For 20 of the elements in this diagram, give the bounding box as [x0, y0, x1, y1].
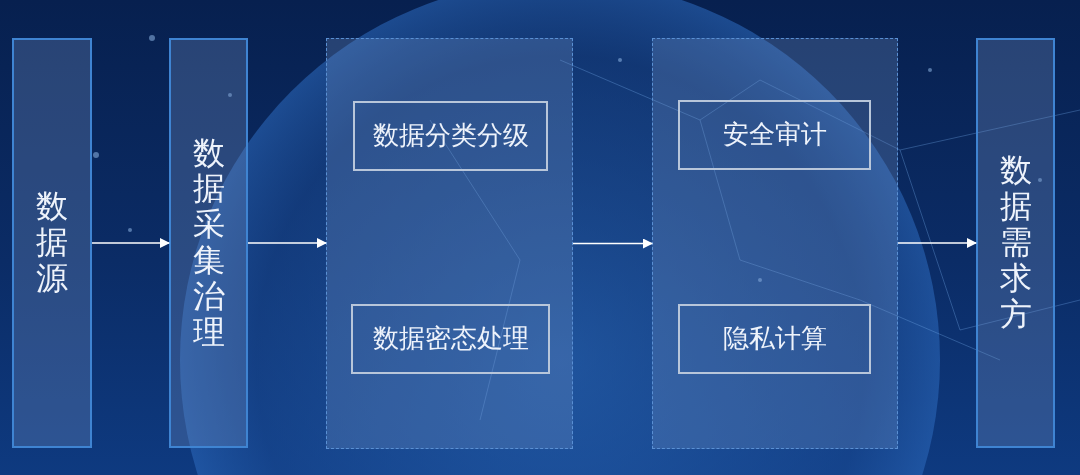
column-label: 数据源 [36, 189, 68, 297]
process-box [353, 101, 548, 171]
process-column [976, 38, 1055, 448]
process-box [678, 304, 871, 374]
dashed-group-panel [326, 38, 573, 449]
process-box [351, 304, 550, 374]
arrow [572, 238, 653, 249]
arrow [247, 238, 327, 248]
arrow [91, 238, 170, 248]
box-label: 安全审计 [722, 119, 827, 151]
process-column [12, 38, 92, 448]
box-label: 数据分类分级 [372, 120, 529, 152]
process-column [169, 38, 248, 448]
box-label: 隐私计算 [722, 323, 827, 355]
column-label: 数据需求方 [999, 153, 1032, 333]
column-label: 数据采集治理 [192, 135, 225, 351]
box-label: 数据密态处理 [372, 323, 529, 355]
arrow [897, 238, 977, 248]
dashed-group-panel [652, 38, 898, 449]
process-box [678, 100, 871, 170]
